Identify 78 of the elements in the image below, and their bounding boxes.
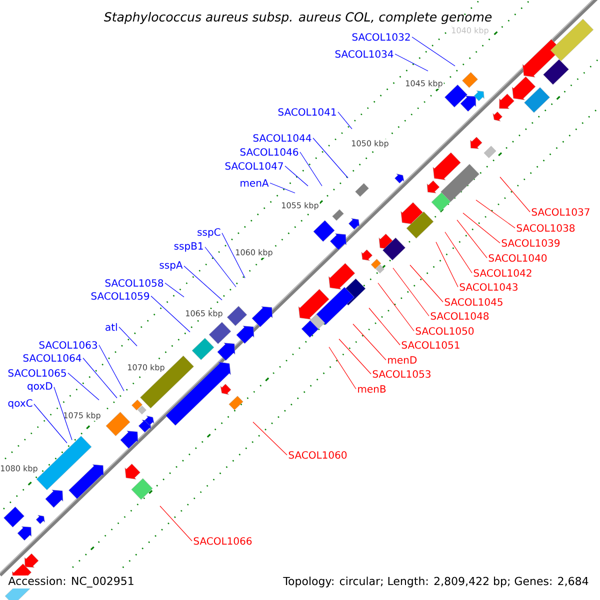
leader-line (160, 506, 192, 542)
gene-label: SACOL1064 (23, 354, 82, 362)
leader-line (456, 220, 488, 258)
leader-line (352, 324, 386, 360)
scale-label: 1065 kbp (184, 309, 224, 319)
scale-label: 1060 kbp (234, 248, 274, 258)
gene-label: sspB1 (174, 242, 203, 252)
leader-line (392, 268, 430, 316)
leader-line (184, 266, 222, 300)
info-text: Accession: NC_002951 (7, 576, 136, 588)
scale-label: 1050 kbp (350, 139, 390, 149)
gene-label: menA (240, 179, 269, 187)
leader-line (68, 372, 100, 400)
leader-line (300, 152, 322, 186)
gene-label: SACOL1053 (372, 370, 430, 378)
leader-line (164, 282, 184, 298)
gene-label: sspA (160, 261, 183, 271)
leader-line (118, 326, 138, 346)
gene-label: menB (358, 385, 386, 393)
scale-label: 1045 kbp (404, 79, 444, 89)
gene-label: SACOL1044 (253, 134, 312, 142)
gene-label: SACOL1065 (8, 369, 66, 377)
leader-line (412, 36, 456, 66)
scale-label: 1040 kbp (450, 26, 490, 36)
leader-line (462, 212, 500, 244)
gene-label: SACOL1042 (474, 269, 532, 277)
leader-line (252, 422, 288, 456)
gene-label: SACOL1063 (39, 341, 97, 349)
gene-label: atl (106, 323, 117, 331)
leader-line (328, 346, 356, 390)
gene-label: SACOL1038 (516, 224, 575, 232)
leader-line (476, 200, 516, 228)
gene-label: SACOL1034 (335, 50, 394, 58)
gene-label: SACOL1066 (194, 537, 252, 545)
leader-line (444, 232, 472, 274)
scale-label: 1075 kbp (62, 411, 102, 421)
gene-label: SACOL1060 (288, 451, 347, 459)
leader-line (98, 344, 124, 392)
leader-line (436, 242, 458, 288)
gene-label: SACOL1051 (402, 341, 460, 349)
leader-line (312, 138, 348, 178)
gene-label: SACOL1047 (225, 162, 283, 170)
title: Staphylococcus aureus subsp. aureus COL, complete genome (104, 12, 492, 24)
leader-line (150, 296, 190, 332)
gene-label: menD (388, 356, 417, 364)
gene-label: SACOL1048 (430, 312, 489, 320)
gene-label: SACOL1037 (532, 208, 590, 216)
gene-label: SACOL1043 (460, 283, 518, 291)
leader-line (284, 166, 308, 186)
leader-line (368, 308, 400, 346)
gene-label: qoxD (28, 382, 52, 392)
gene-label: SACOL1040 (488, 254, 547, 262)
leader-line (338, 112, 352, 130)
scale-label: 1070 kbp (126, 363, 166, 373)
leader-line (54, 386, 72, 440)
leader-line (34, 404, 68, 444)
gene-label: SACOL1050 (416, 327, 474, 335)
leader-line (222, 232, 246, 278)
scale-label: 1080 kbp (0, 464, 39, 474)
gene-label: sspC (198, 228, 220, 238)
scale-label: 1055 kbp (280, 201, 320, 211)
gene-label: SACOL1041 (278, 108, 336, 116)
gene-label: SACOL1059 (91, 292, 150, 300)
leader-line (410, 264, 444, 302)
gene-label: SACOL1039 (502, 239, 560, 247)
gene-label: SACOL1058 (105, 279, 164, 287)
leader-line (378, 282, 414, 332)
gene-label: SACOL1046 (240, 148, 298, 156)
leader-line (500, 176, 530, 212)
leader-line (394, 54, 428, 72)
gene-label: qoxC (8, 399, 32, 409)
leader-line (82, 358, 118, 398)
gene-label: SACOL1032 (352, 33, 410, 41)
info-text: Topology: circular; Length: 2,809,422 bp; Genes: 2,684 (282, 576, 590, 588)
leader-line (204, 246, 236, 288)
leader-line (270, 182, 296, 194)
leader-line (338, 338, 372, 374)
gene-label: SACOL1045 (444, 298, 502, 306)
